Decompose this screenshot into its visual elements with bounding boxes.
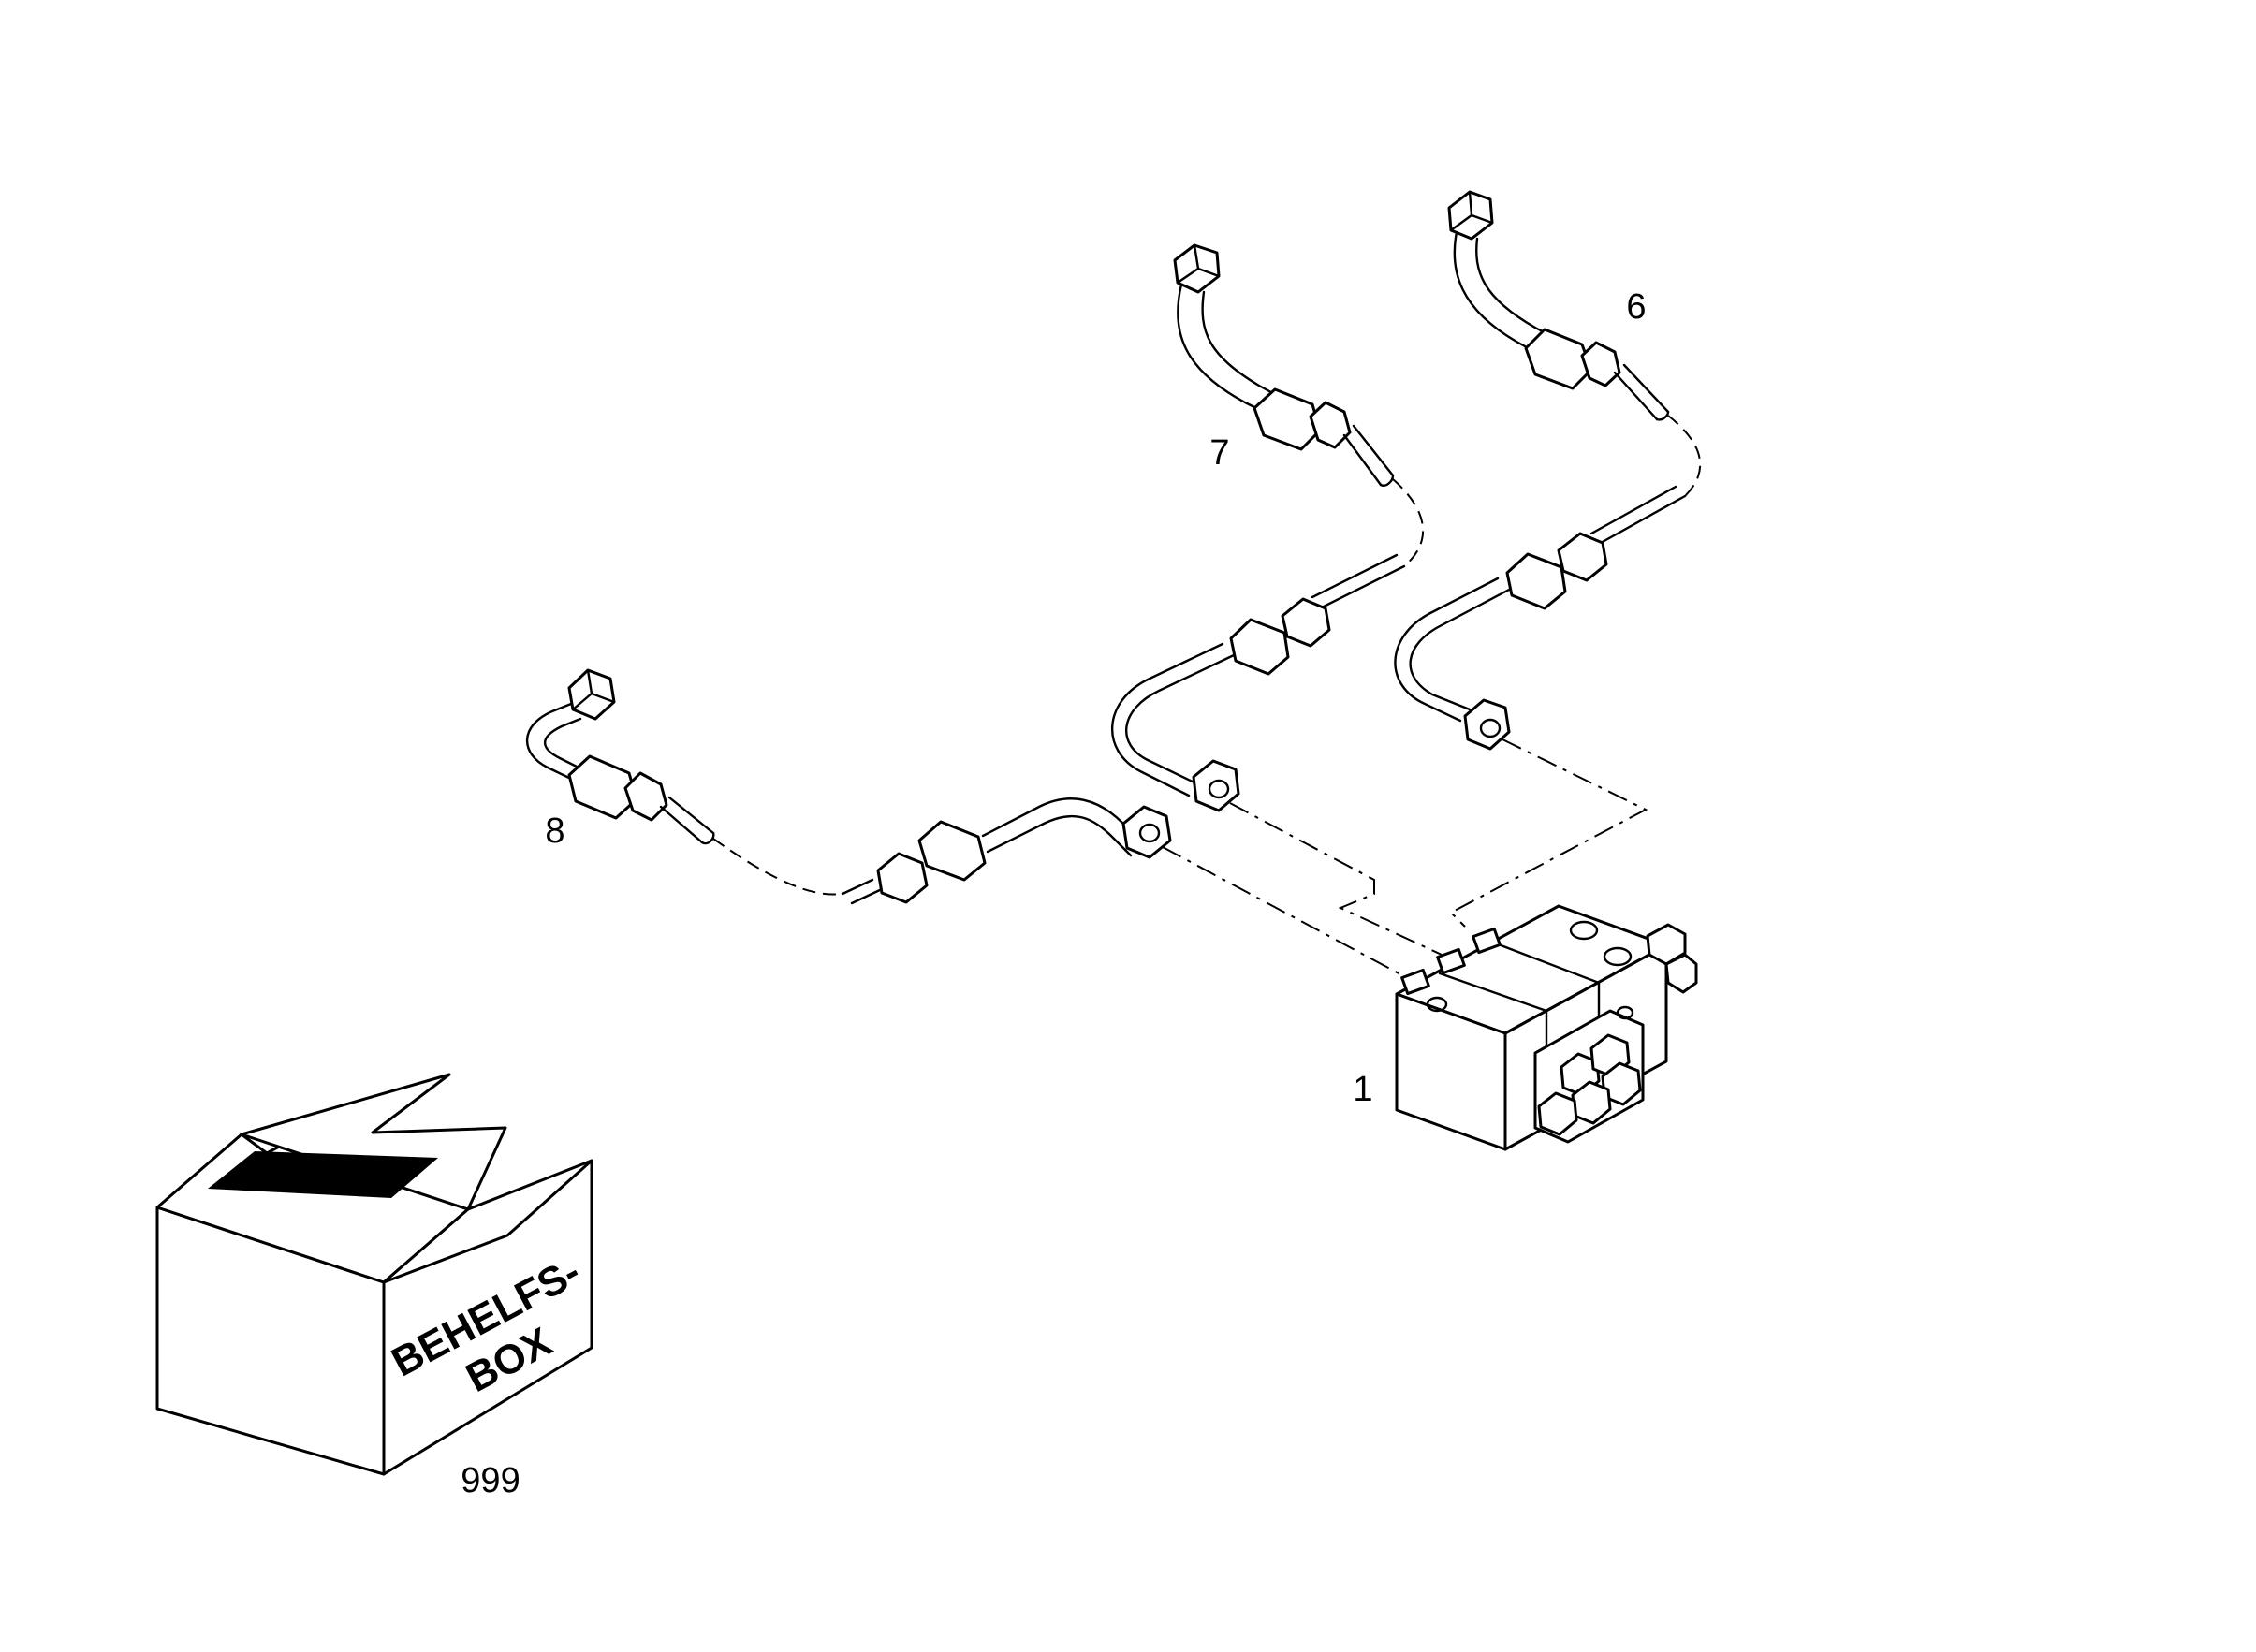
pipe-6-bottom-nut: [1463, 698, 1511, 751]
pipe-7-fitting: [1253, 387, 1352, 451]
callout-6: 6: [1626, 287, 1646, 327]
pipe-6-fitting: [1524, 328, 1621, 390]
auxiliary-box[interactable]: BEHELFS- BOX: [155, 1073, 610, 1476]
pipe-8-top-nut: [567, 668, 616, 721]
callout-999: 999: [461, 1461, 520, 1500]
pipe-7-top-nut: [1173, 243, 1221, 294]
pipe-7[interactable]: [1110, 243, 1425, 812]
pipe-6-top-nut: [1447, 190, 1494, 241]
distributor-block[interactable]: [1395, 904, 1698, 1151]
connection-lines: [1162, 738, 1648, 976]
pipe-7-bottom-nut: [1192, 759, 1240, 812]
outlet-plugs: [1537, 1005, 1642, 1136]
pipe-8-fitting: [567, 754, 668, 822]
pipe-8-bottom-nut: [1121, 805, 1172, 859]
pipe-8-mid-fitting: [876, 820, 987, 904]
callout-7: 7: [1209, 433, 1229, 473]
callout-8: 8: [545, 811, 564, 851]
pipe-7-lower-fitting: [1229, 597, 1331, 676]
pipe-6-lower-fitting: [1505, 532, 1608, 610]
pipe-8[interactable]: [525, 668, 1172, 905]
pipe-6[interactable]: [1394, 190, 1702, 751]
callout-1: 1: [1353, 1070, 1372, 1109]
